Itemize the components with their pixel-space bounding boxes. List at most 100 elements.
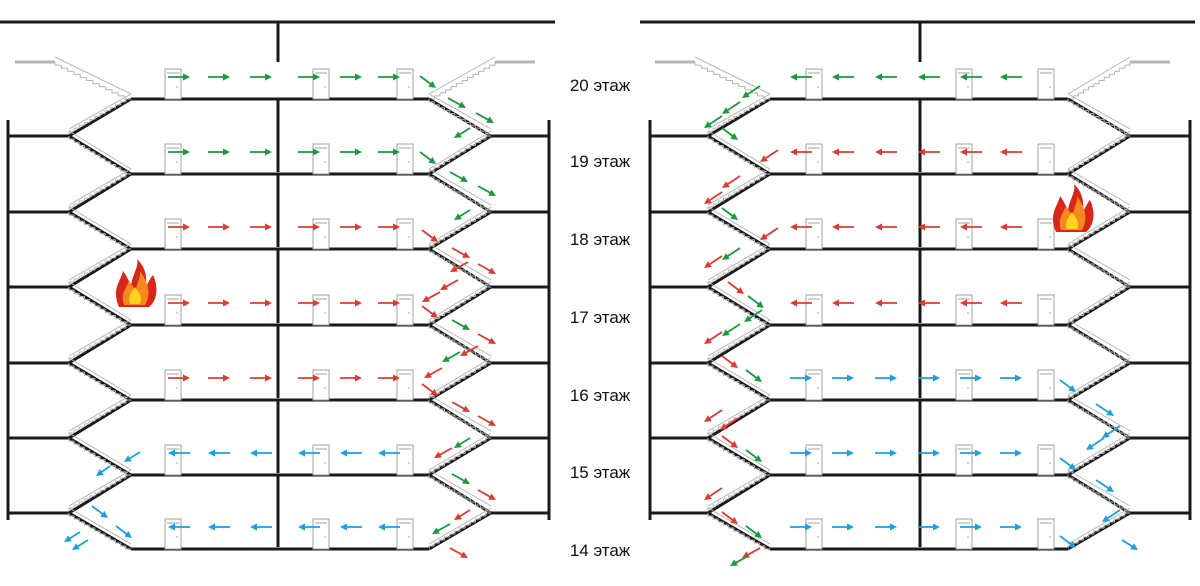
- stair-flight: [707, 474, 770, 511]
- route-arrowhead: [265, 299, 272, 307]
- floor-label-14: 14 этаж: [569, 541, 631, 560]
- door-handle: [324, 462, 326, 464]
- door-icon: [396, 294, 414, 326]
- door-handle: [1049, 536, 1051, 538]
- door-handle: [176, 387, 178, 389]
- door-handle: [1049, 387, 1051, 389]
- stair-handrail: [707, 130, 771, 170]
- stair-landing-connector: [707, 398, 771, 440]
- route-arrowhead: [933, 523, 940, 531]
- route-arrowhead: [890, 523, 897, 531]
- stair-handrail: [68, 93, 132, 130]
- route-arrowhead: [1015, 374, 1022, 382]
- stair-handrail: [68, 357, 132, 396]
- route-arrowhead: [704, 493, 712, 500]
- route-arrowhead: [1000, 223, 1007, 231]
- route-arrowhead: [183, 223, 190, 231]
- flame-inner: [1066, 212, 1079, 229]
- route-arrowhead: [223, 374, 230, 382]
- route-arrowhead: [488, 337, 496, 344]
- route-arrowhead: [355, 148, 362, 156]
- route-arrowhead: [704, 197, 712, 204]
- route-arrowhead: [1068, 463, 1076, 470]
- route-arrowhead: [1000, 148, 1007, 156]
- route-arrowhead: [756, 301, 764, 308]
- stair-flight: [707, 324, 770, 361]
- route-arrowhead: [730, 361, 738, 368]
- route-arrowhead: [183, 148, 190, 156]
- door-handle: [176, 86, 178, 88]
- route-arrowhead: [744, 315, 752, 322]
- route-arrowhead: [704, 337, 712, 344]
- stair-flight: [428, 325, 491, 362]
- route-arrowhead: [223, 148, 230, 156]
- door-handle: [967, 387, 969, 389]
- route-arrowhead: [428, 157, 436, 164]
- stair-handrail: [707, 319, 771, 357]
- door-handle: [408, 312, 410, 314]
- route-arrowhead: [223, 299, 230, 307]
- door-handle: [408, 387, 410, 389]
- route-arrowhead: [847, 523, 854, 531]
- door-handle: [176, 462, 178, 464]
- route-arrowhead: [488, 189, 496, 196]
- door-icon: [396, 143, 414, 175]
- stair-handrail: [428, 168, 492, 206]
- route-arrowhead: [265, 148, 272, 156]
- route-arrowhead: [1106, 485, 1114, 492]
- stair-handrail: [68, 319, 132, 357]
- route-arrowhead: [960, 223, 967, 231]
- route-arrowhead: [875, 223, 882, 231]
- route-arrowhead: [434, 451, 442, 458]
- door-handle: [324, 161, 326, 163]
- route-arrowhead: [832, 223, 839, 231]
- route-arrowhead: [183, 299, 190, 307]
- route-arrowhead: [298, 449, 305, 457]
- stair-flight: [694, 62, 770, 100]
- stair-flight: [68, 399, 131, 436]
- flame-middle: [1059, 196, 1086, 230]
- door-handle: [324, 387, 326, 389]
- floor-label-17: 17 этаж: [569, 308, 631, 327]
- stair-flight: [707, 98, 770, 134]
- route-arrowhead: [440, 283, 448, 290]
- stair-flight: [707, 248, 770, 285]
- stair-flight: [1067, 475, 1130, 512]
- stair-flight: [68, 136, 131, 175]
- door-icon: [1037, 444, 1055, 476]
- route-arrowhead: [730, 559, 738, 566]
- stair-handrail: [68, 168, 132, 206]
- door-icon: [396, 518, 414, 550]
- stair-handrail: [428, 319, 492, 357]
- route-arrowhead: [890, 449, 897, 457]
- route-arrowhead: [100, 511, 108, 518]
- route-arrowhead: [805, 449, 812, 457]
- door-handle: [967, 236, 969, 238]
- door-handle: [817, 462, 819, 464]
- door-handle: [1049, 236, 1051, 238]
- route-arrowhead: [265, 223, 272, 231]
- route-arrowhead: [730, 213, 738, 220]
- door-handle: [817, 312, 819, 314]
- route-arrowhead: [442, 355, 450, 362]
- floor-label-18: 18 этаж: [569, 230, 631, 249]
- route-arrowhead: [704, 121, 712, 128]
- route-arrowhead: [428, 81, 436, 88]
- stair-landing-connector: [68, 473, 132, 515]
- route-arrowhead: [488, 493, 496, 500]
- door-icon: [1037, 143, 1055, 175]
- route-arrowhead: [460, 349, 468, 356]
- route-arrowhead: [832, 73, 839, 81]
- stair-handrail: [68, 394, 132, 432]
- route-arrowhead: [1102, 515, 1110, 522]
- stair-handrail: [1067, 243, 1131, 281]
- door-handle: [967, 161, 969, 163]
- route-arrowhead: [722, 107, 730, 114]
- route-arrowhead: [1130, 543, 1138, 550]
- route-arrowhead: [1000, 299, 1007, 307]
- stair-landing-connector: [707, 97, 771, 138]
- door-handle: [967, 86, 969, 88]
- door-handle: [408, 462, 410, 464]
- stair-flight: [68, 287, 131, 326]
- route-arrowhead: [462, 251, 470, 258]
